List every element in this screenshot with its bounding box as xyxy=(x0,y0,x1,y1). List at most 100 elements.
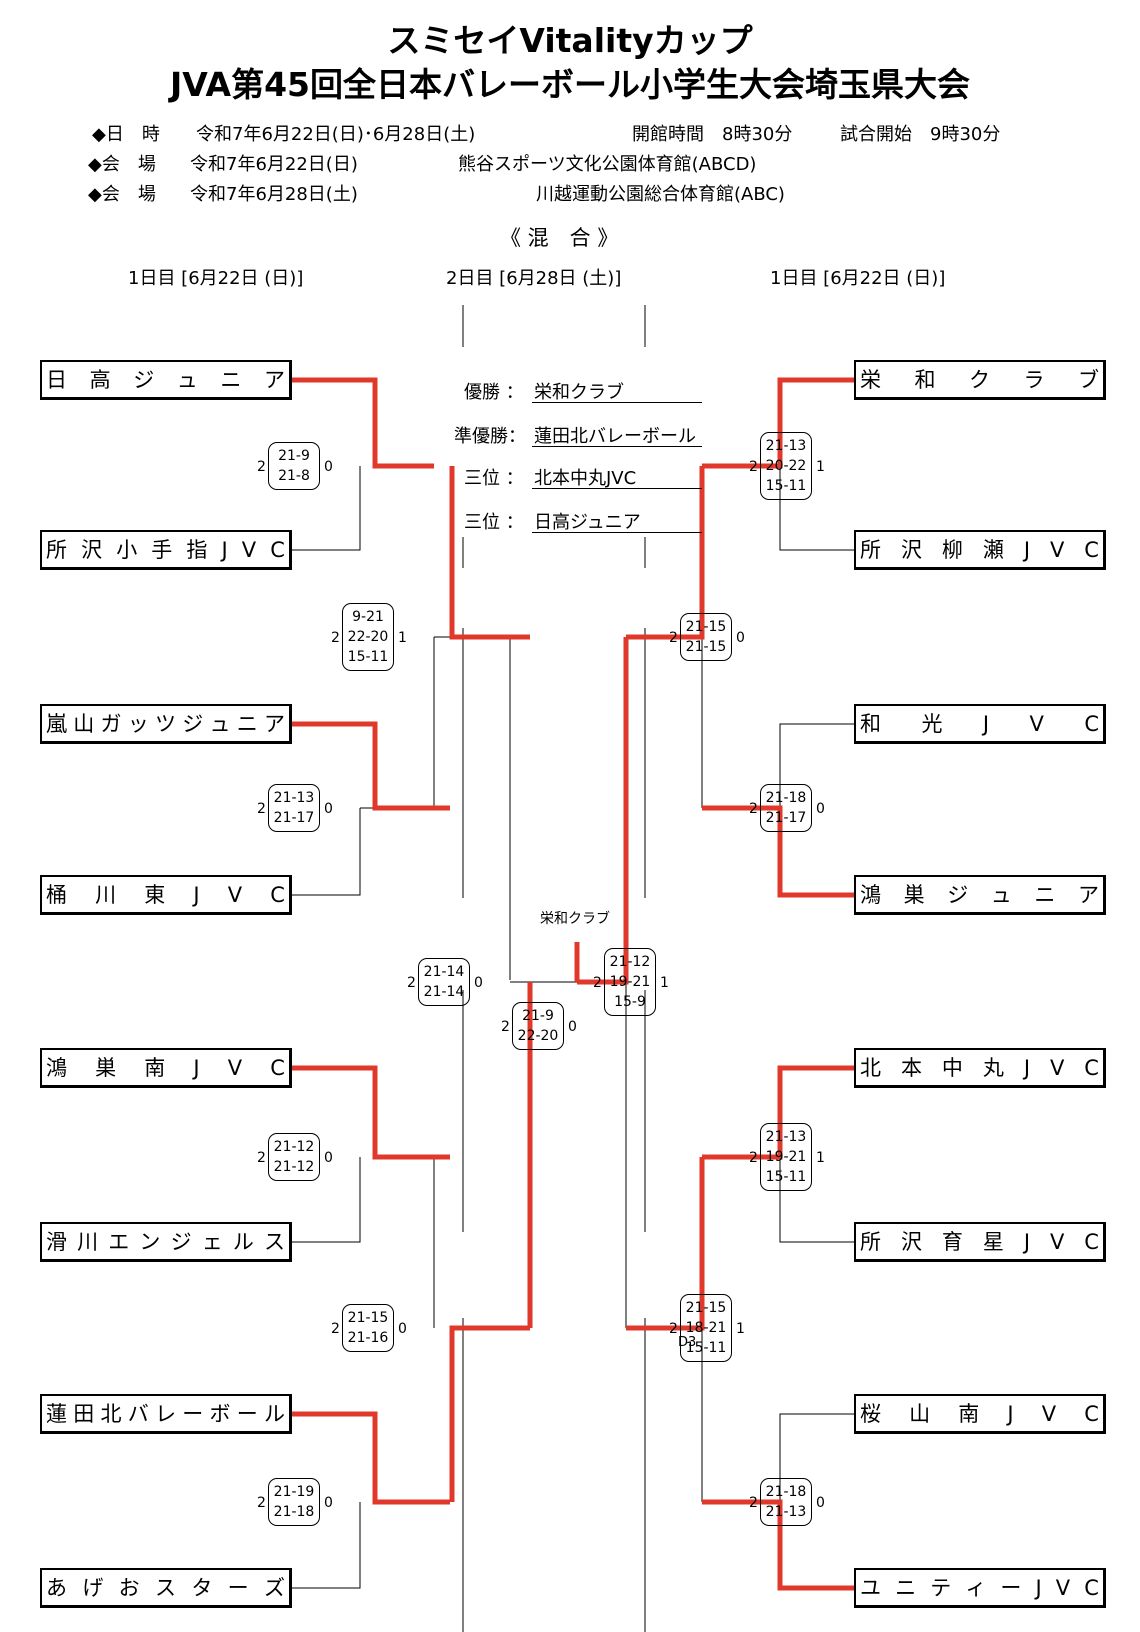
set-score: 21-15 xyxy=(685,1300,727,1316)
score-bracket xyxy=(680,613,732,661)
wins-left: 2 xyxy=(407,975,416,991)
score-bracket xyxy=(418,958,470,1006)
set-score: 21-9 xyxy=(278,448,310,464)
set-score: 21-17 xyxy=(273,810,315,826)
score-bracket xyxy=(760,432,812,500)
wins-left: 2 xyxy=(501,1019,510,1035)
set-score: 21-15 xyxy=(347,1310,389,1326)
wins-right: 0 xyxy=(816,801,825,817)
result-label-1: 優勝 ： xyxy=(464,382,524,403)
wins-left: 2 xyxy=(749,801,758,817)
team-left-1: 日高ジュニア xyxy=(40,360,292,400)
team-right-4: 鴻巣ジュニア xyxy=(854,875,1106,915)
set-score: 21-18 xyxy=(765,1484,807,1500)
day2-label: 2日目 [6月28日 (土)] xyxy=(446,268,622,289)
set-score: 20-22 xyxy=(765,458,807,474)
set-score: 15-11 xyxy=(765,1169,807,1185)
title-sub: JVA第45回全日本バレーボール小学生大会埼玉県大会 xyxy=(169,65,971,104)
score-bracket xyxy=(760,1123,812,1191)
result-team-4: 日高ジュニア xyxy=(534,512,641,533)
score-bracket xyxy=(268,1133,320,1181)
wins-left: 2 xyxy=(331,630,340,646)
team-left-7: 蓮田北バレーボール xyxy=(40,1394,292,1434)
set-score: 22-20 xyxy=(517,1028,559,1044)
wins-right: 1 xyxy=(816,459,825,475)
wins-right: 0 xyxy=(324,1495,333,1511)
set-score: 15-11 xyxy=(347,649,389,665)
date-value: 令和7年6月22日(日)･6月28日(土) xyxy=(196,124,476,145)
final-winner-label: 栄和クラブ xyxy=(540,911,610,927)
result-label-2: 準優勝： xyxy=(454,426,526,447)
set-score: 21-17 xyxy=(765,810,807,826)
set-score: 21-19 xyxy=(273,1484,315,1500)
wins-left: 2 xyxy=(257,1150,266,1166)
score-bracket xyxy=(760,784,812,832)
wins-left: 2 xyxy=(593,975,602,991)
score-bracket xyxy=(268,442,320,490)
set-score: 21-12 xyxy=(273,1139,315,1155)
date-label: ◆日 時 xyxy=(92,124,160,145)
result-label-3: 三位 ： xyxy=(464,468,524,489)
score-bracket xyxy=(342,603,394,671)
set-score: 21-18 xyxy=(273,1504,315,1520)
result-underline xyxy=(532,446,702,447)
set-score: 21-14 xyxy=(423,964,465,980)
set-score: 15-11 xyxy=(765,478,807,494)
set-score: 21-15 xyxy=(685,639,727,655)
team-left-8: あげおスターズ xyxy=(40,1568,292,1608)
wins-left: 2 xyxy=(257,801,266,817)
set-score: 22-20 xyxy=(347,629,389,645)
result-underline xyxy=(532,532,702,533)
venue2-label: ◆会 場 xyxy=(88,184,156,205)
wins-left: 2 xyxy=(669,1321,678,1337)
score-bracket xyxy=(268,784,320,832)
day1-right-label: 1日目 [6月22日 (日)] xyxy=(770,268,946,289)
score-bracket xyxy=(268,1478,320,1526)
wins-right: 1 xyxy=(736,1321,745,1337)
set-score: 21-15 xyxy=(685,619,727,635)
separator-lines xyxy=(462,305,646,1632)
wins-right: 0 xyxy=(324,801,333,817)
wins-left: 2 xyxy=(749,1150,758,1166)
wins-right: 0 xyxy=(568,1019,577,1035)
wins-left: 2 xyxy=(257,1495,266,1511)
venue2-place: 川越運動公園総合体育館(ABC) xyxy=(536,184,785,205)
day1-left-label: 1日目 [6月22日 (日)] xyxy=(128,268,304,289)
wins-right: 0 xyxy=(474,975,483,991)
wins-left: 2 xyxy=(669,630,678,646)
wins-left: 2 xyxy=(257,459,266,475)
result-underline xyxy=(532,488,702,489)
match-score-R3: 21-13 19-21 15-11 2 1 xyxy=(749,1123,825,1191)
team-left-6: 滑川エンジェルス xyxy=(40,1222,292,1262)
wins-left: 2 xyxy=(749,1495,758,1511)
wins-right: 0 xyxy=(736,630,745,646)
score-bracket xyxy=(604,948,656,1016)
start-time: 試合開始 9時30分 xyxy=(840,124,1001,145)
set-score: 19-21 xyxy=(765,1149,807,1165)
match-score-RQ1: 21-15 21-15 2 0 xyxy=(669,613,745,661)
category-label: 《 混 合 》 xyxy=(500,226,619,250)
wins-right: 0 xyxy=(324,1150,333,1166)
score-bracket xyxy=(342,1304,394,1352)
wins-right: 1 xyxy=(816,1150,825,1166)
set-score: 15-9 xyxy=(614,994,646,1010)
set-score: 21-13 xyxy=(765,1129,807,1145)
score-bracket xyxy=(680,1294,732,1362)
score-bracket xyxy=(512,1002,564,1050)
